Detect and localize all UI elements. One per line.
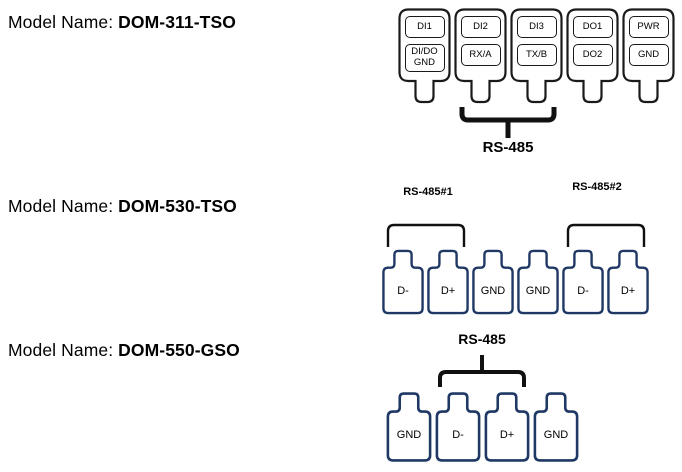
terminal: D- xyxy=(562,248,604,316)
terminal-outline-icon xyxy=(472,249,514,315)
rs485-1-bracket-icon xyxy=(386,222,466,248)
rs485-brace-icon xyxy=(458,106,558,140)
pin-label: D- xyxy=(452,429,464,441)
pin-label: D- xyxy=(397,285,409,297)
terminal: D- xyxy=(382,248,424,316)
terminal: GND xyxy=(517,248,559,316)
terminal-block-dom-530: D- D+ GND GND D- D+ xyxy=(382,248,649,316)
model-number: DOM-311-TSO xyxy=(118,12,236,32)
terminal-block-dom-311: DI1 DI/DO GND DI2 RX/A DI3 TX/B DO1 DO2 xyxy=(398,8,675,105)
terminal: DO1 DO2 xyxy=(566,8,619,105)
terminal-outline-icon xyxy=(566,8,619,104)
terminal-outline-icon xyxy=(607,249,649,315)
pin-label: GND xyxy=(525,285,551,297)
pin-label: PWR xyxy=(628,16,669,38)
model-name-dom-550: Model Name: DOM-550-GSO xyxy=(8,340,240,361)
terminal-block-dom-550: GND D- D+ GND xyxy=(386,392,579,462)
terminal-outline-icon xyxy=(484,392,530,462)
pin-label: D+ xyxy=(499,429,515,441)
terminal-outline-icon xyxy=(382,249,424,315)
rs485-2-bracket-icon xyxy=(566,222,646,248)
pin-label: TX/B xyxy=(516,44,557,66)
pin-label: GND xyxy=(396,429,422,441)
terminal-outline-icon xyxy=(510,8,563,104)
terminal-outline-icon xyxy=(454,8,507,104)
terminal: PWR GND xyxy=(622,8,675,105)
terminal-outline-icon xyxy=(533,392,579,462)
terminal: GND xyxy=(472,248,514,316)
terminal-outline-icon xyxy=(562,249,604,315)
rs485-label: RS-485 xyxy=(482,139,534,156)
model-name-dom-530: Model Name: DOM-530-TSO xyxy=(8,196,237,217)
pin-label: DI3 xyxy=(516,16,557,38)
terminal-outline-icon xyxy=(517,249,559,315)
terminal: DI1 DI/DO GND xyxy=(398,8,451,105)
pin-label: DI1 xyxy=(404,16,445,38)
terminal: GND xyxy=(386,392,432,462)
rs485-2-label: RS-485#2 xyxy=(572,181,622,193)
terminal: DI3 TX/B xyxy=(510,8,563,105)
pin-label: D- xyxy=(577,285,589,297)
terminal-outline-icon xyxy=(398,8,451,104)
terminal: DI2 RX/A xyxy=(454,8,507,105)
pin-label: DI/DO GND xyxy=(404,44,445,72)
pin-label: RX/A xyxy=(460,44,501,66)
rs485-label: RS-485 xyxy=(458,331,506,347)
terminal-outline-icon xyxy=(386,392,432,462)
terminal: D+ xyxy=(427,248,469,316)
pin-label: D+ xyxy=(440,285,456,297)
pin-label: GND xyxy=(543,429,569,441)
model-prefix: Model Name: xyxy=(8,196,119,216)
model-prefix: Model Name: xyxy=(8,12,119,32)
terminal: D+ xyxy=(607,248,649,316)
model-name-dom-311: Model Name: DOM-311-TSO xyxy=(8,12,236,33)
terminal-outline-icon xyxy=(435,392,481,462)
terminal: D+ xyxy=(484,392,530,462)
pin-label: D+ xyxy=(620,285,636,297)
model-number: DOM-530-TSO xyxy=(118,196,237,216)
pin-label: DO1 xyxy=(572,16,613,38)
pin-label: DO2 xyxy=(572,44,613,66)
pin-label: GND xyxy=(628,44,669,66)
rs485-bracket-icon xyxy=(437,352,527,388)
terminal: GND xyxy=(533,392,579,462)
pin-label: DI2 xyxy=(460,16,501,38)
model-number: DOM-550-GSO xyxy=(118,340,240,360)
terminal-outline-icon xyxy=(622,8,675,104)
model-prefix: Model Name: xyxy=(8,340,119,360)
terminal-outline-icon xyxy=(427,249,469,315)
rs485-1-label: RS-485#1 xyxy=(403,186,453,198)
terminal: D- xyxy=(435,392,481,462)
pin-label: GND xyxy=(480,285,506,297)
